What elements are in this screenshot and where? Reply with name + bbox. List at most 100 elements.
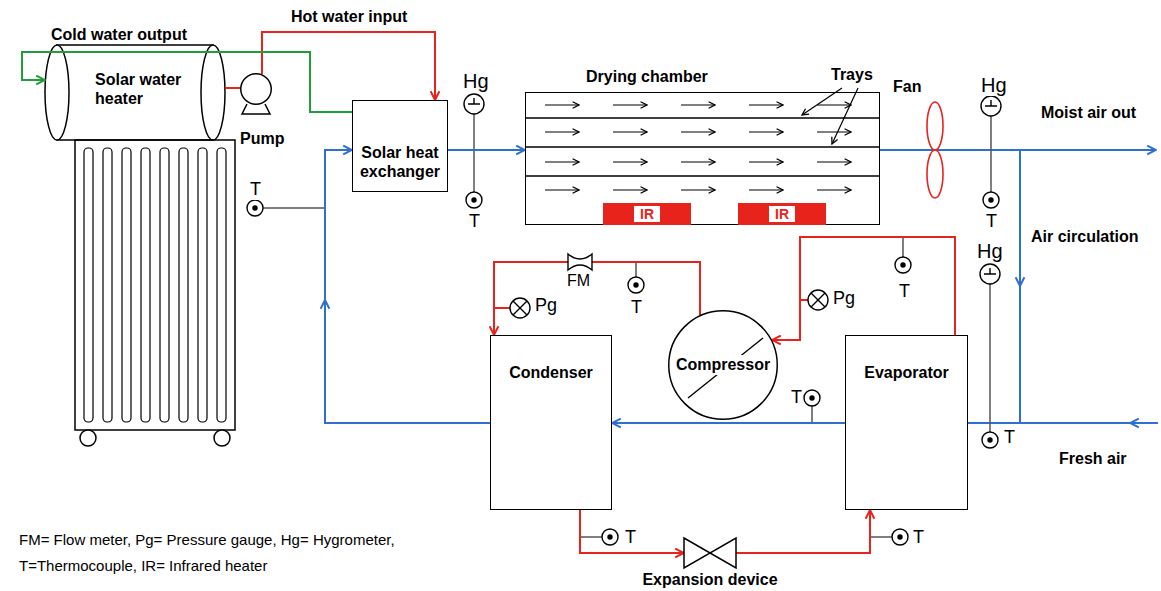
tray-lines bbox=[525, 175, 880, 176]
instrument-label: Pg bbox=[534, 296, 558, 316]
probe-stems bbox=[902, 237, 904, 257]
condenser-box: Condenser bbox=[490, 335, 612, 510]
thermocouple-symbol bbox=[983, 192, 999, 208]
air-flow-arrow bbox=[681, 104, 715, 105]
thermocouple-symbol bbox=[898, 535, 902, 539]
water-tank bbox=[201, 45, 225, 140]
instrument-label: T bbox=[468, 212, 481, 232]
pipe-connector bbox=[225, 87, 240, 89]
thermocouple-symbol bbox=[602, 529, 618, 545]
tray-lines bbox=[525, 118, 880, 176]
air-duct bbox=[880, 149, 1156, 151]
air-flow-arrow bbox=[749, 131, 783, 132]
pipe-connector bbox=[22, 52, 352, 112]
thermocouple-symbol bbox=[247, 192, 999, 545]
hygrometer-symbol bbox=[985, 100, 997, 106]
air-flow-arrow bbox=[817, 131, 851, 132]
part-label: Fan bbox=[892, 78, 922, 96]
flow-label: Air circulation bbox=[1030, 228, 1140, 246]
fan-blades bbox=[927, 102, 943, 150]
air-duct bbox=[1019, 262, 1021, 286]
hygrometer-symbol bbox=[984, 268, 996, 274]
hygrometer-symbol bbox=[464, 94, 484, 114]
collector-tubes bbox=[75, 140, 235, 446]
thermocouple-symbol bbox=[982, 432, 998, 448]
pump-base bbox=[242, 104, 270, 114]
pipe-connector bbox=[736, 510, 870, 553]
compressor-symbol: Compressor bbox=[668, 310, 778, 420]
thermocouple-symbol bbox=[901, 263, 905, 267]
instrument-label: Hg bbox=[980, 74, 1008, 96]
air-flow-arrow bbox=[545, 105, 851, 190]
collector-tubes bbox=[80, 430, 96, 446]
infrared-heater: IR bbox=[603, 203, 691, 225]
heat-exchanger-box: Solar heat exchanger bbox=[352, 100, 448, 192]
thermocouple-symbol bbox=[472, 198, 476, 202]
gauge-branch bbox=[800, 299, 808, 301]
pump-symbol: Pump bbox=[240, 73, 272, 105]
pressure-gauge-symbol bbox=[510, 298, 530, 318]
collector-tubes bbox=[179, 148, 188, 422]
expansion-valve-outline bbox=[684, 538, 736, 568]
node-text: Compressor bbox=[674, 355, 772, 374]
probe-stems bbox=[811, 406, 813, 423]
fan-blades bbox=[927, 102, 943, 198]
air-flow-arrow bbox=[545, 189, 579, 190]
legend-note: T=Thermocouple, IR= Infrared heater bbox=[18, 558, 268, 575]
air-flow-arrow bbox=[749, 104, 783, 105]
pump-symbol-outline bbox=[241, 74, 272, 105]
infrared-heater: IR bbox=[738, 203, 826, 225]
collector-tubes bbox=[141, 148, 150, 422]
instrument-label: Hg bbox=[976, 240, 1004, 262]
thermocouple-symbol bbox=[253, 206, 257, 210]
legend-note: FM= Flow meter, Pg= Pressure gauge, Hg= … bbox=[18, 532, 396, 549]
pump-symbol-outline bbox=[240, 73, 272, 105]
node-text: Evaporator bbox=[864, 363, 948, 382]
trays-leader bbox=[802, 88, 858, 144]
air-flow-arrow bbox=[817, 189, 851, 190]
flow-label: Fresh air bbox=[1058, 450, 1128, 468]
pipe-connector bbox=[494, 262, 700, 335]
hygrometer-symbol bbox=[464, 94, 1001, 284]
drying-chamber: Drying chamberIRIR bbox=[525, 92, 880, 225]
expansion-valve: Expansion device bbox=[684, 538, 736, 568]
collector-tubes bbox=[160, 148, 169, 422]
pipe-connector bbox=[262, 32, 435, 100]
node-text: IR bbox=[634, 206, 660, 222]
node-text: Solar water heater bbox=[95, 70, 207, 108]
thermocouple-symbol bbox=[989, 198, 993, 202]
hygrometer-symbol bbox=[981, 96, 1001, 116]
probe-stems bbox=[263, 114, 991, 537]
collector-tubes bbox=[75, 140, 235, 430]
fan-blades bbox=[927, 150, 943, 198]
collector-tubes bbox=[84, 148, 226, 422]
air-flow-arrow bbox=[681, 161, 715, 162]
instrument-label: T bbox=[912, 528, 925, 548]
compressor-symbol-outline bbox=[669, 311, 778, 420]
air-duct bbox=[968, 422, 1158, 424]
thermocouple-symbol bbox=[628, 277, 644, 293]
pipe-connector bbox=[580, 510, 684, 553]
air-flow-arrow bbox=[681, 131, 715, 132]
air-flow-arrow bbox=[545, 131, 579, 132]
node-text: Expansion device bbox=[642, 570, 777, 589]
flow-label: Cold water output bbox=[50, 26, 188, 44]
collector-tubes bbox=[217, 148, 226, 422]
evaporator-box: Evaporator bbox=[845, 335, 968, 510]
flow-meter-symbol bbox=[568, 254, 592, 270]
air-flow-arrow bbox=[613, 161, 647, 162]
thermocouple-symbol bbox=[895, 257, 911, 273]
flow-label: Moist air out bbox=[1040, 104, 1137, 122]
probe-stems bbox=[989, 284, 991, 432]
pipe-connector bbox=[448, 149, 525, 151]
pipe-connector bbox=[22, 32, 955, 553]
air-flow-arrow bbox=[613, 131, 647, 132]
instrument-label: T bbox=[898, 282, 911, 302]
thermocouple-symbol bbox=[634, 283, 638, 287]
tray-lines bbox=[525, 117, 880, 118]
pressure-gauge-symbol bbox=[808, 290, 828, 310]
air-duct bbox=[325, 150, 1158, 423]
part-label: Trays bbox=[830, 66, 874, 84]
pressure-gauge-symbol bbox=[510, 290, 828, 318]
tray-lines bbox=[525, 146, 880, 147]
